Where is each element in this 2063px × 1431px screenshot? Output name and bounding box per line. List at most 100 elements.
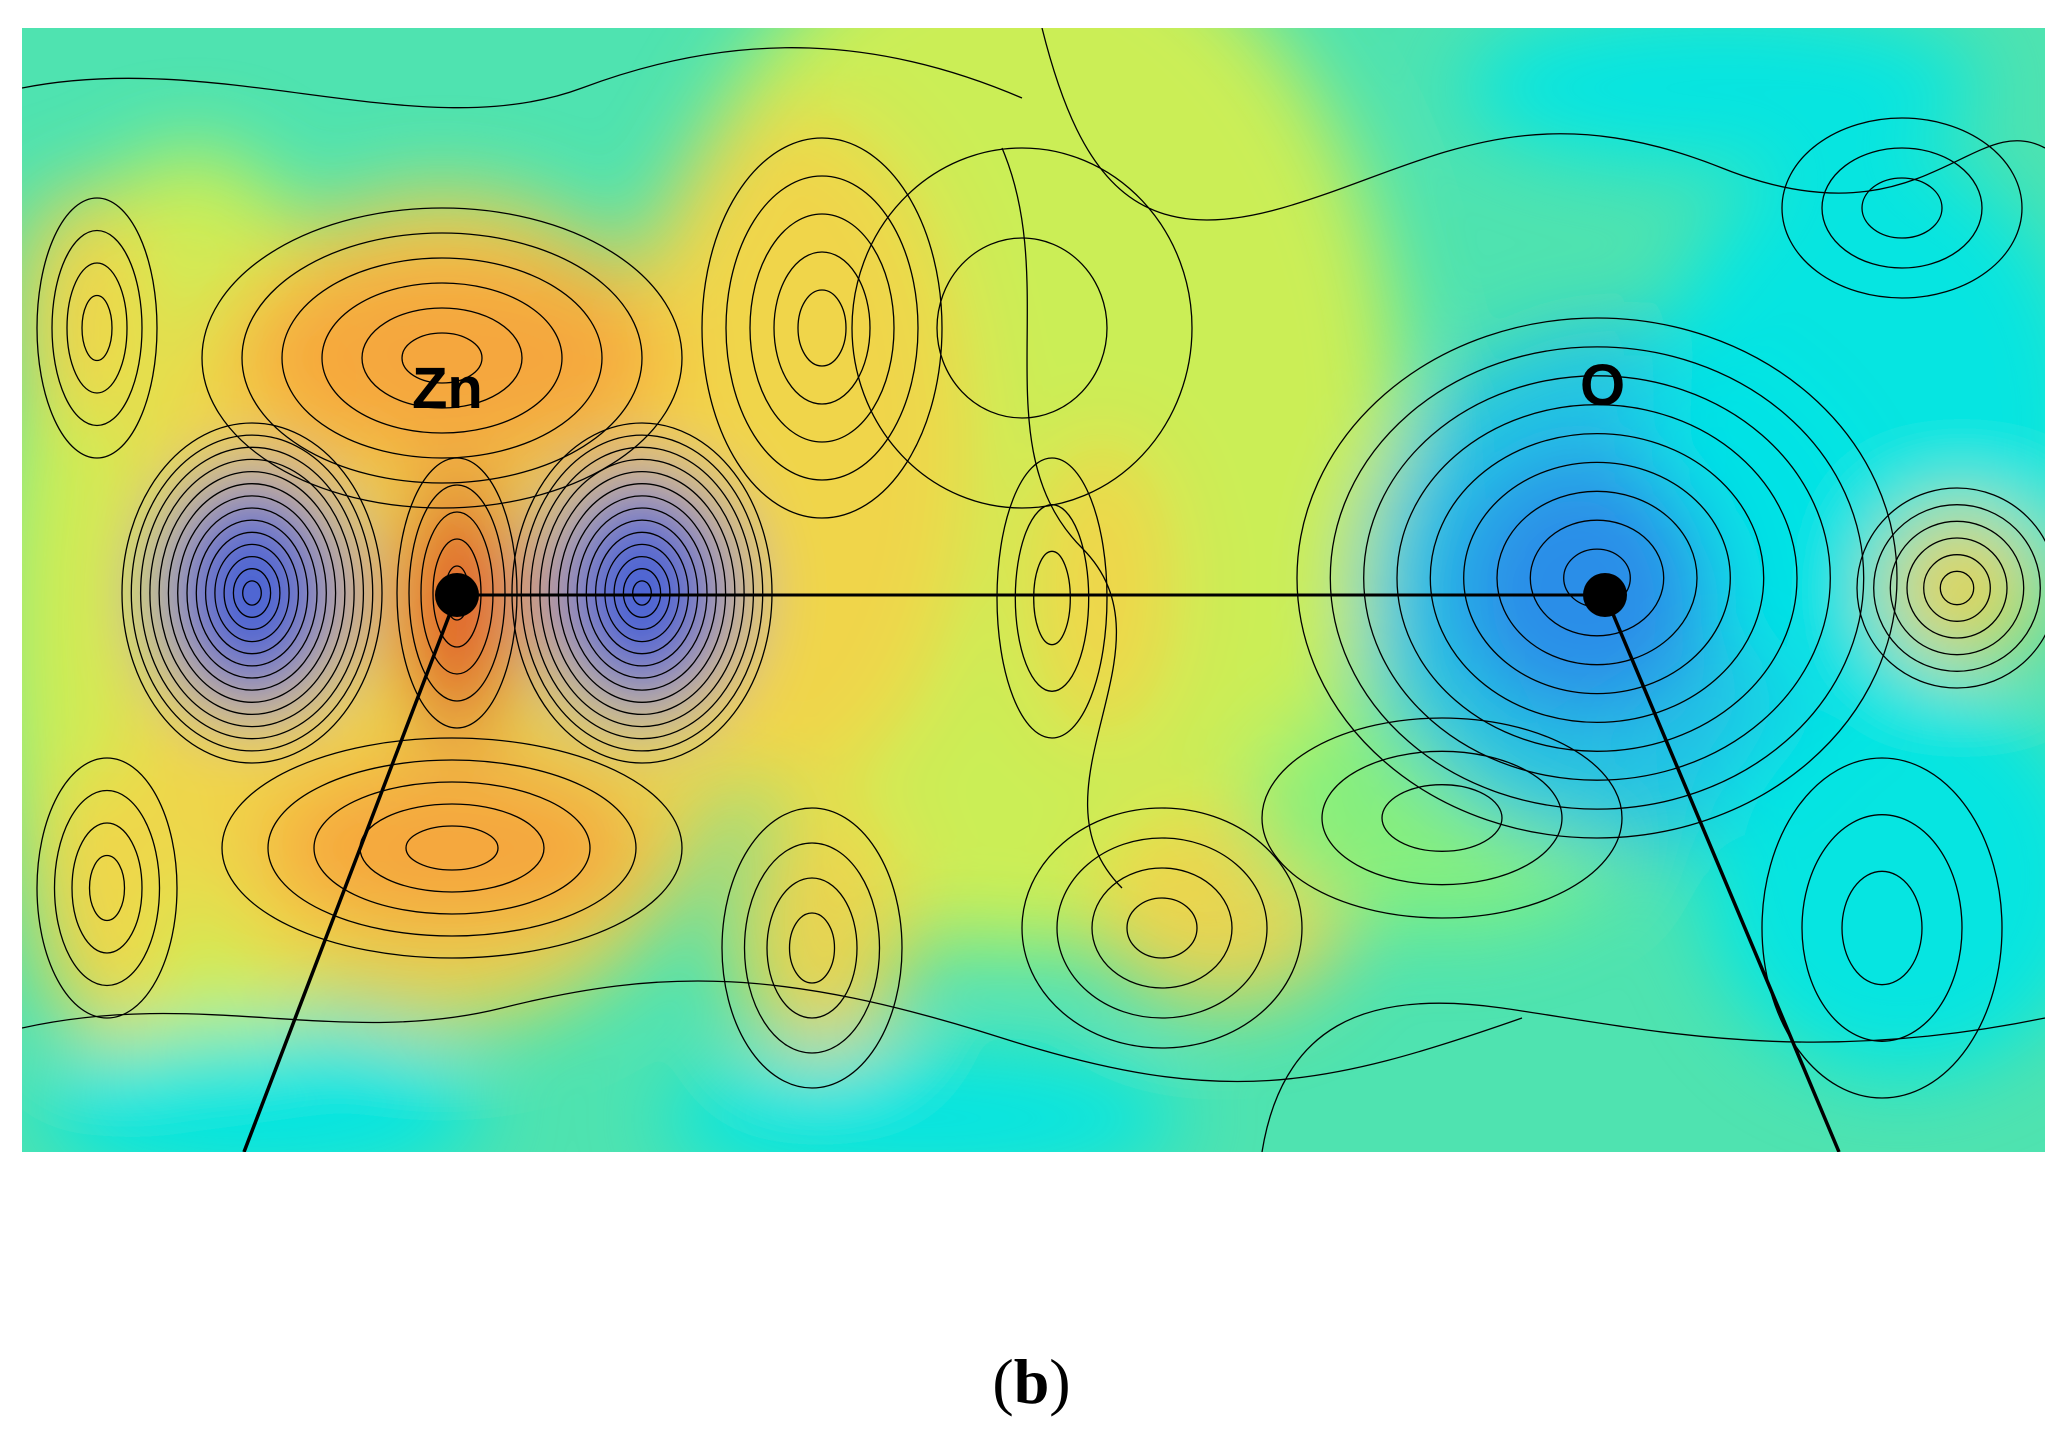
contour-line-83 bbox=[71, 822, 143, 954]
bond-zn-lower-left bbox=[242, 594, 459, 1152]
contour-line-30 bbox=[420, 511, 494, 675]
contour-line-87 bbox=[1801, 814, 1963, 1042]
contour-line-79 bbox=[66, 262, 128, 394]
density-blob-4 bbox=[242, 248, 662, 468]
contour-line-52 bbox=[241, 232, 643, 484]
contour-lines bbox=[22, 28, 2045, 1152]
caption-letter: b bbox=[1013, 1346, 1050, 1417]
contour-line-65 bbox=[1091, 867, 1233, 989]
contour-line-17 bbox=[604, 543, 680, 643]
contour-line-5 bbox=[195, 519, 309, 667]
density-blob-7 bbox=[732, 798, 912, 1058]
contour-line-69 bbox=[766, 877, 858, 1019]
contour-line-21 bbox=[567, 495, 717, 691]
contour-line-48 bbox=[401, 332, 483, 384]
contour-line-16 bbox=[613, 555, 671, 631]
contour-line-80 bbox=[51, 229, 143, 427]
contour-line-84 bbox=[53, 789, 161, 987]
contour-line-77 bbox=[1261, 717, 1623, 919]
contour-line-75 bbox=[1381, 784, 1503, 852]
contour-line-49 bbox=[361, 307, 523, 409]
contour-line-12 bbox=[130, 434, 374, 752]
contour-line-31 bbox=[408, 484, 506, 702]
contour-line-58 bbox=[221, 737, 683, 959]
contour-line-7 bbox=[177, 495, 327, 691]
contour-line-14 bbox=[632, 580, 652, 606]
contour-line-22 bbox=[557, 483, 727, 703]
contour-line-81 bbox=[36, 197, 158, 459]
contour-line-38 bbox=[1396, 404, 1798, 752]
contour-line-18 bbox=[594, 531, 690, 655]
contour-line-66 bbox=[1056, 837, 1268, 1019]
density-blob-22 bbox=[32, 768, 172, 1028]
contour-line-91 bbox=[1781, 117, 2023, 299]
contour-line-3 bbox=[214, 543, 290, 643]
contour-line-85 bbox=[36, 757, 178, 1019]
density-blob-16 bbox=[662, 1048, 1182, 1152]
contour-line-96 bbox=[22, 980, 1523, 1083]
zn-label: Zn bbox=[412, 356, 483, 421]
contour-line-39 bbox=[1363, 375, 1831, 781]
contour-line-19 bbox=[585, 519, 699, 667]
contour-line-13 bbox=[121, 422, 383, 764]
contour-line-10 bbox=[149, 458, 355, 728]
contour-line-37 bbox=[1429, 432, 1765, 724]
bond-o-lower-right bbox=[1603, 594, 1841, 1152]
contour-line-53 bbox=[201, 207, 683, 509]
contour-line-60 bbox=[773, 251, 871, 405]
contour-line-70 bbox=[743, 842, 881, 1054]
contour-line-57 bbox=[267, 759, 637, 937]
contour-line-46 bbox=[1873, 504, 2041, 672]
contour-line-92 bbox=[936, 237, 1108, 419]
contour-line-23 bbox=[548, 470, 736, 716]
contour-line-88 bbox=[1761, 757, 2003, 1099]
contour-line-8 bbox=[167, 483, 337, 703]
contour-line-27 bbox=[511, 422, 773, 764]
contour-line-0 bbox=[242, 580, 262, 606]
contour-line-42 bbox=[1939, 570, 1975, 606]
o-atom-marker bbox=[1583, 573, 1627, 617]
contour-line-64 bbox=[1126, 897, 1198, 959]
contour-line-15 bbox=[622, 568, 662, 618]
contour-line-45 bbox=[1889, 520, 2025, 656]
contour-line-20 bbox=[576, 507, 708, 679]
contour-line-29 bbox=[432, 538, 482, 648]
atom-markers bbox=[435, 573, 1627, 617]
contour-line-50 bbox=[321, 282, 563, 434]
bond-lines bbox=[242, 593, 1841, 1152]
contour-line-51 bbox=[281, 257, 603, 459]
charge-density-map: Zn O bbox=[22, 28, 2045, 1152]
contour-line-61 bbox=[749, 213, 895, 443]
contour-line-35 bbox=[1496, 490, 1698, 666]
density-blob-9 bbox=[1032, 438, 1172, 738]
contour-line-44 bbox=[1906, 537, 2008, 639]
contour-line-97 bbox=[1261, 1002, 2045, 1152]
contour-line-95 bbox=[1041, 28, 2045, 221]
contour-line-4 bbox=[204, 531, 300, 655]
contour-line-54 bbox=[405, 825, 499, 871]
zn-atom-marker bbox=[435, 573, 479, 617]
contour-line-24 bbox=[539, 458, 745, 728]
figure-caption: (b) bbox=[0, 1345, 2063, 1419]
density-blob-21 bbox=[22, 188, 152, 428]
contour-line-63 bbox=[701, 137, 943, 519]
contour-line-78 bbox=[81, 294, 113, 362]
contour-line-6 bbox=[186, 507, 318, 679]
contour-line-90 bbox=[1821, 147, 1983, 269]
density-blob-14 bbox=[1882, 508, 2042, 668]
contour-line-40 bbox=[1329, 346, 1865, 810]
contour-line-34 bbox=[1529, 519, 1665, 637]
contour-line-11 bbox=[139, 446, 365, 740]
contour-line-26 bbox=[520, 434, 764, 752]
contour-line-94 bbox=[22, 47, 1023, 109]
contour-line-86 bbox=[1841, 870, 1923, 986]
contour-line-74 bbox=[996, 457, 1108, 739]
contour-line-25 bbox=[529, 446, 755, 740]
density-blob-15 bbox=[42, 1028, 482, 1152]
density-blob-18 bbox=[157, 473, 347, 713]
contour-line-41 bbox=[1296, 317, 1898, 839]
contour-line-36 bbox=[1463, 461, 1731, 695]
contour-line-2 bbox=[223, 555, 281, 631]
density-blob-20 bbox=[1452, 458, 1712, 718]
density-blob-19 bbox=[547, 473, 737, 713]
